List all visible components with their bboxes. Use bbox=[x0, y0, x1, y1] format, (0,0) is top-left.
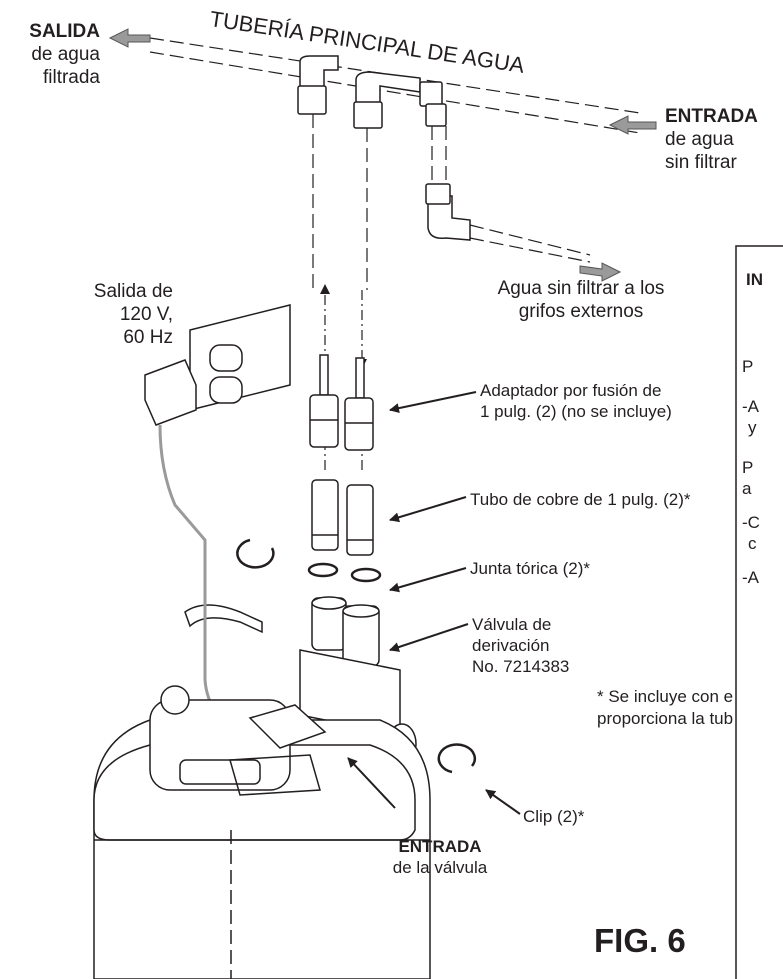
side-line: -A bbox=[742, 568, 759, 587]
power-outlet bbox=[189, 304, 291, 411]
figure-label: FIG. 6 bbox=[594, 922, 686, 959]
side-heading-text: IN bbox=[746, 270, 763, 289]
adapter-line1: Adaptador por fusión de bbox=[480, 381, 662, 400]
valve-inlet-line1: de la válvula bbox=[392, 858, 488, 877]
side-line: -A bbox=[742, 397, 759, 416]
outdoor-line1: Agua sin filtrar a los bbox=[497, 278, 665, 299]
callout-arrows bbox=[347, 391, 521, 815]
valve-inlet-title: ENTRADA bbox=[398, 837, 482, 856]
copper-text: Tubo de cobre de 1 pulg. (2)* bbox=[470, 490, 691, 509]
water-softener bbox=[93, 685, 431, 979]
valve-line3: No. 7214383 bbox=[472, 657, 570, 676]
power-outlet-label: Salida de 120 V, 60 Hz bbox=[60, 280, 173, 349]
side-line: a bbox=[742, 479, 752, 498]
pipe-elbow-fittings bbox=[297, 55, 471, 241]
side-panel-line-2: y bbox=[748, 416, 757, 439]
fusion-adapters bbox=[309, 354, 374, 451]
bypass-valve-label: Válvula de derivación No. 7214383 bbox=[472, 614, 569, 677]
footnote-line2: proporciona la tub bbox=[597, 709, 734, 728]
side-line: -C bbox=[742, 513, 760, 532]
clip-text: Clip (2)* bbox=[523, 807, 585, 826]
footnote-line1: * Se incluye con e bbox=[597, 687, 734, 706]
side-panel-heading: IN bbox=[746, 268, 763, 291]
inlet-line2: sin filtrar bbox=[665, 152, 737, 173]
adapter-line2: 1 pulg. (2) (no se incluye) bbox=[480, 402, 672, 421]
side-panel-line-4: a bbox=[742, 477, 751, 500]
outlet-arrow-icon bbox=[108, 28, 151, 48]
clips bbox=[236, 538, 477, 774]
side-line: c bbox=[748, 534, 757, 553]
outdoor-faucets-label: Agua sin filtrar a los grifos externos bbox=[466, 277, 696, 323]
vertical-pipes bbox=[312, 114, 591, 290]
main-pipe-title: TUBERÍA PRINCIPAL DE AGUA bbox=[208, 6, 526, 78]
valve-inlet-label: ENTRADA de la válvula bbox=[380, 836, 500, 878]
transformer bbox=[144, 359, 197, 426]
clip-label: Clip (2)* bbox=[523, 805, 584, 828]
power-line1: Salida de bbox=[93, 281, 173, 302]
adapter-label: Adaptador por fusión de 1 pulg. (2) (no … bbox=[480, 380, 672, 422]
side-panel-line-5: -C bbox=[742, 511, 760, 534]
valve-line1: Válvula de bbox=[472, 615, 552, 634]
o-rings bbox=[307, 562, 382, 583]
footnote: * Se incluye con e proporciona la tub bbox=[597, 686, 783, 730]
power-line2: 120 V, bbox=[119, 304, 173, 325]
side-panel-line-7: -A bbox=[742, 566, 759, 589]
copper-tubes bbox=[311, 479, 374, 556]
copper-tube-label: Tubo de cobre de 1 pulg. (2)* bbox=[470, 488, 691, 511]
side-line: P bbox=[742, 357, 754, 376]
side-line: y bbox=[748, 418, 757, 437]
side-panel-line-6: c bbox=[748, 532, 757, 555]
side-panel-line-0: P bbox=[742, 355, 753, 378]
side-line: P bbox=[742, 458, 754, 477]
outlet-title: SALIDA bbox=[29, 21, 100, 42]
outdoor-arrow-icon bbox=[579, 262, 622, 282]
power-line3: 60 Hz bbox=[123, 327, 173, 348]
valve-line2: derivación bbox=[472, 636, 550, 655]
outlet-line2: filtrada bbox=[42, 67, 100, 88]
inlet-label: ENTRADA de agua sin filtrar bbox=[665, 105, 758, 174]
o-ring-label: Junta tórica (2)* bbox=[470, 557, 590, 580]
side-panel-box bbox=[735, 245, 783, 979]
outdoor-line2: grifos externos bbox=[518, 301, 644, 322]
o-ring-text: Junta tórica (2)* bbox=[470, 559, 590, 578]
inlet-line1: de agua bbox=[665, 129, 734, 150]
inlet-arrow-icon bbox=[608, 115, 657, 135]
outlet-label: SALIDA de agua filtrada bbox=[10, 20, 100, 89]
side-panel-line-3: P bbox=[742, 456, 753, 479]
inlet-title: ENTRADA bbox=[665, 106, 758, 127]
side-panel-line-1: -A bbox=[742, 395, 759, 418]
outlet-line1: de agua bbox=[31, 44, 100, 65]
